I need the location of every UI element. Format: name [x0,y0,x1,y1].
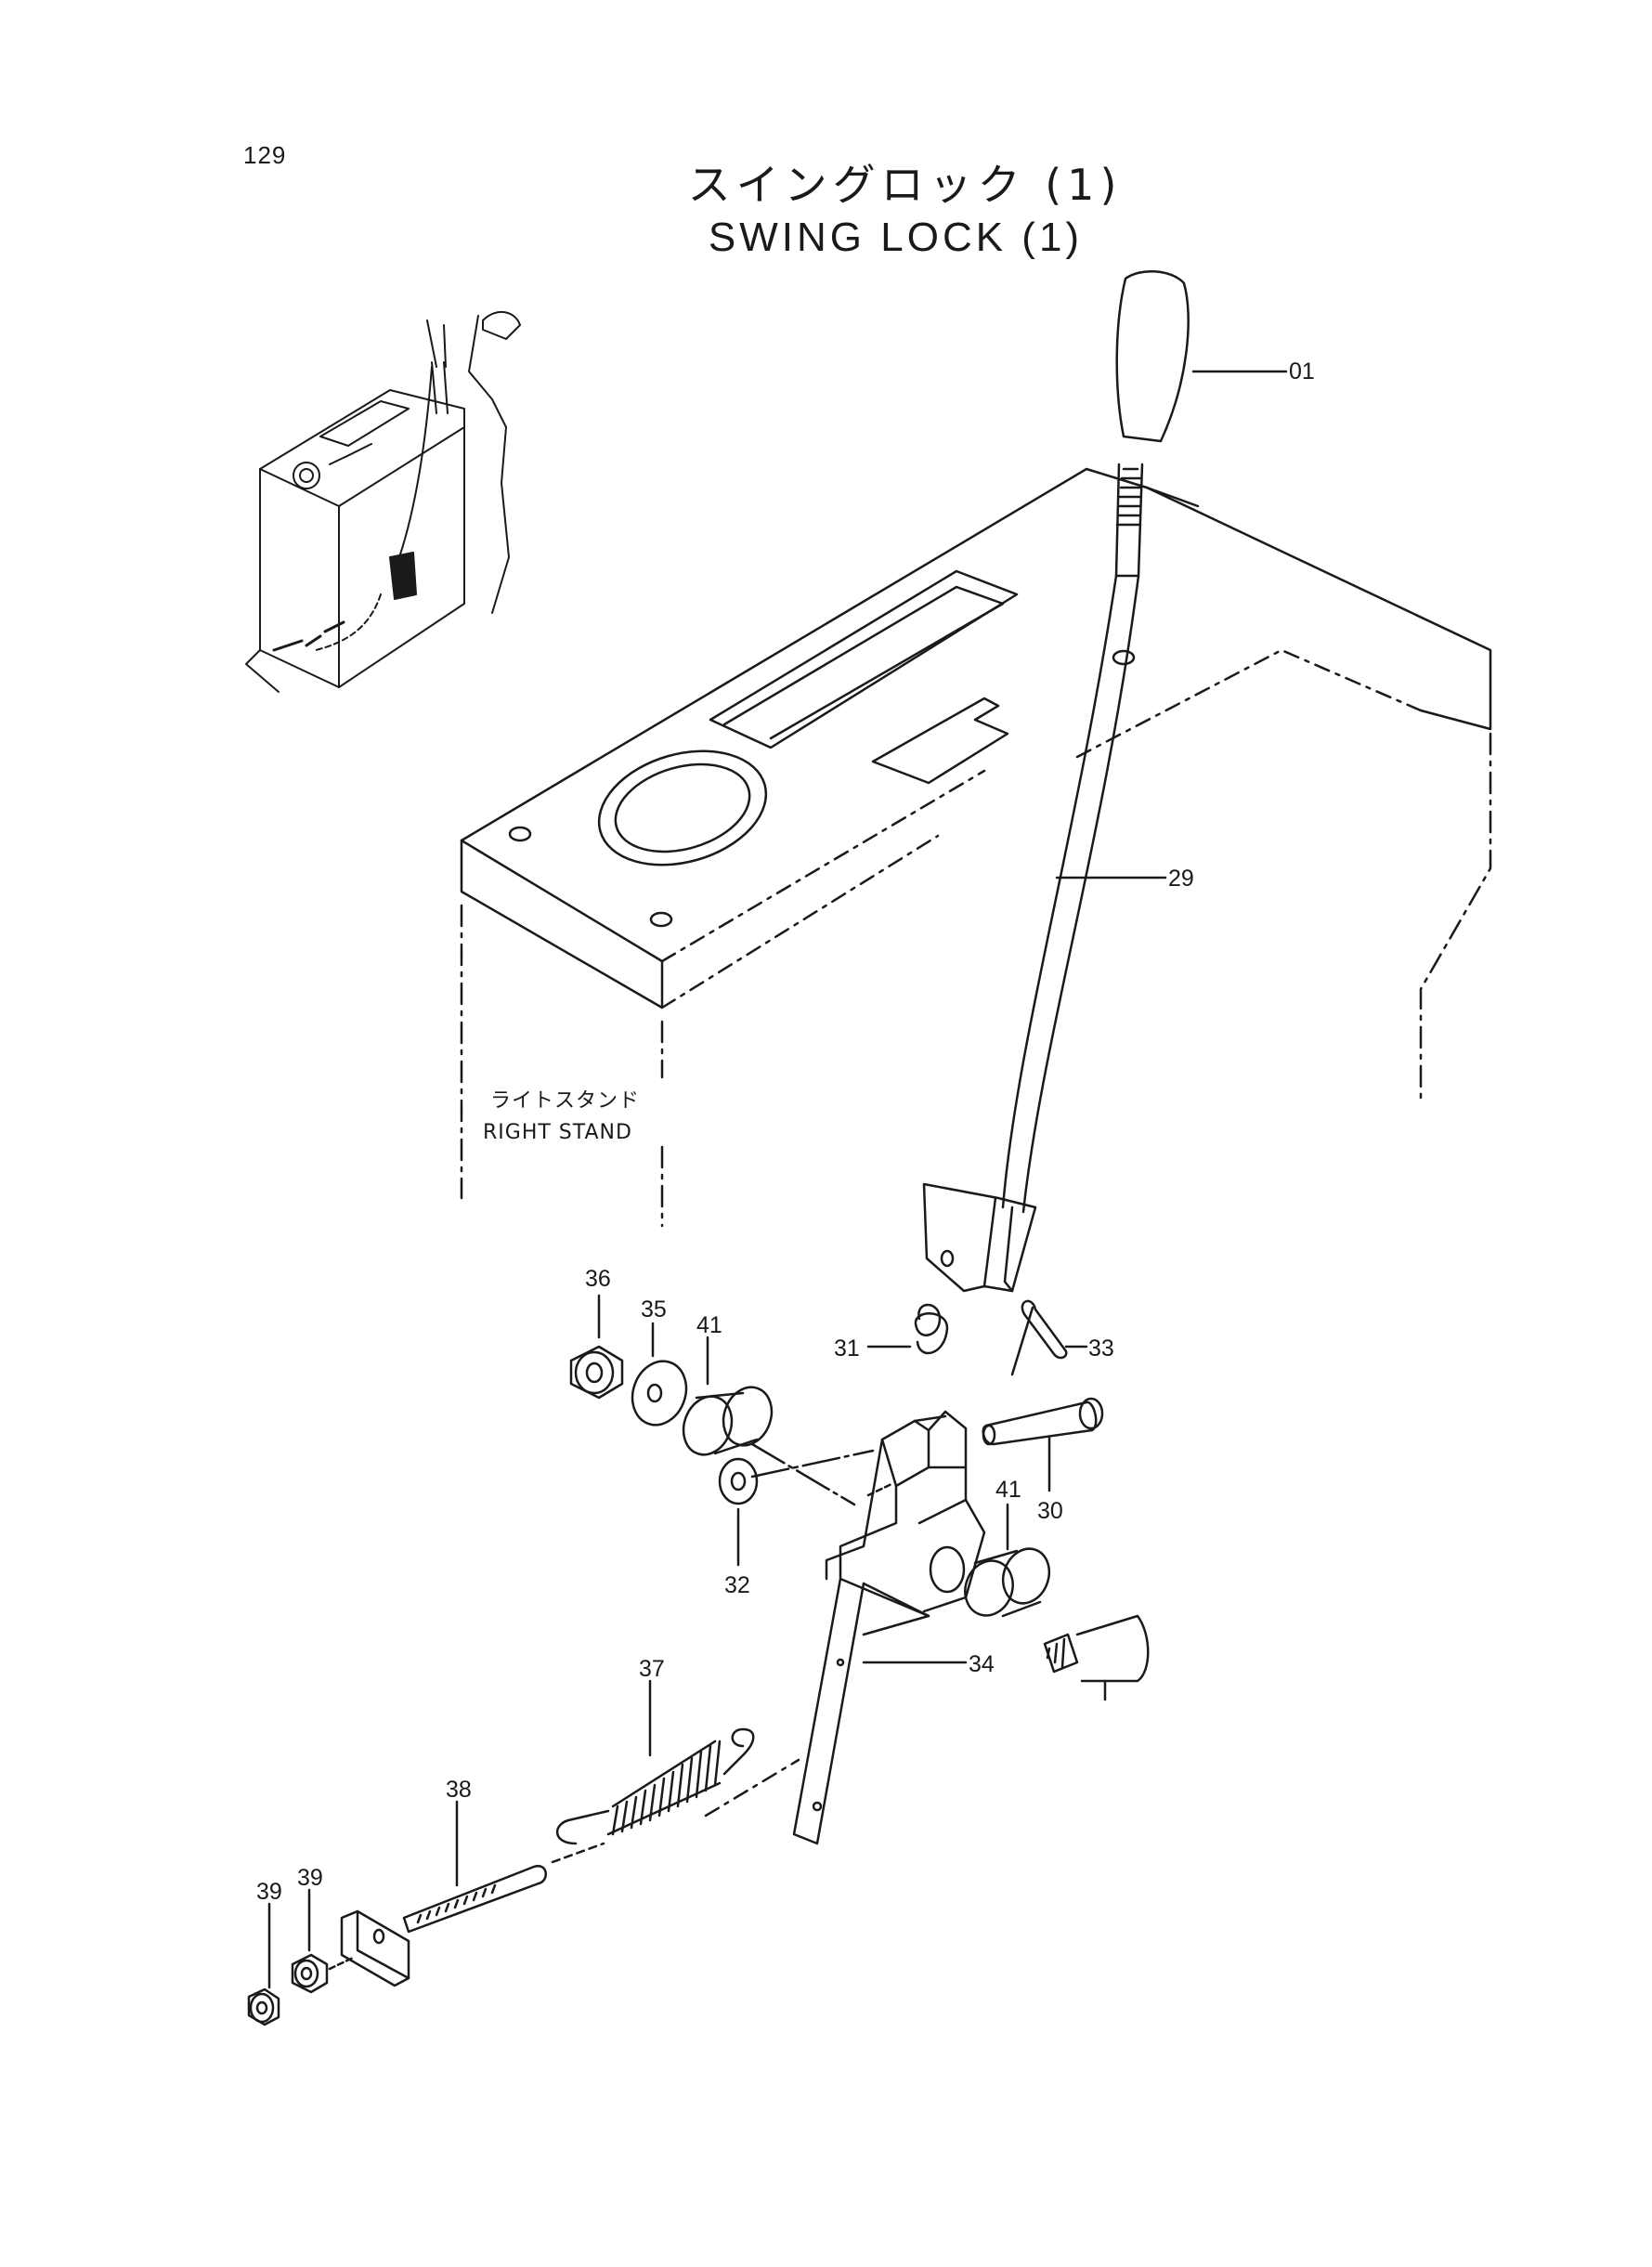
callout-41-lower: 41 [995,1477,1021,1503]
callout-01: 01 [1289,358,1315,384]
pin-part-30 [982,1397,1104,1492]
knob-part-01 [1115,269,1288,443]
callout-33: 33 [1088,1335,1114,1362]
callout-35: 35 [641,1296,667,1322]
lever-part-29 [922,463,1167,1293]
title-english: SWING LOCK (1) [708,215,1084,260]
bracket-part-34 [704,1410,986,1845]
rod-part-38 [402,1800,605,1934]
callout-36: 36 [585,1266,611,1292]
callout-39-outer: 39 [256,1879,282,1905]
nut-part-39-outer [247,1902,280,2026]
callout-31: 31 [834,1335,860,1362]
page-number: 129 [243,141,287,169]
callout-29: 29 [1168,866,1194,892]
callout-30: 30 [1037,1498,1063,1524]
callout-41-upper: 41 [696,1312,722,1338]
nut-part-39-inner [291,1888,355,1994]
title-japanese: スイングロック (1) [687,160,1123,210]
cotter-pin-part-33 [1010,1299,1088,1376]
bolt-part [1043,1614,1150,1701]
stand-label-japanese: ライトスタンド [490,1089,640,1113]
washer-part-35 [631,1322,688,1427]
bushing-part-41-upper [682,1335,856,1506]
callout-32: 32 [724,1572,750,1598]
plate-part [340,1909,410,1987]
callout-37: 37 [639,1656,665,1682]
spring-clip-part-31 [866,1303,949,1355]
bushing-part-41-lower [964,1503,1051,1618]
page-title: スイングロック (1) SWING LOCK (1) [0,158,1652,264]
callout-34: 34 [969,1651,995,1677]
washer-part-32 [718,1449,875,1567]
nut-part-36 [569,1294,624,1400]
stand-label-english: RIGHT STAND [483,1121,632,1144]
callout-38: 38 [446,1777,472,1803]
spring-part-37 [556,1679,755,1845]
right-stand [460,467,1492,1228]
inset-overview [245,311,521,693]
callout-39-inner: 39 [297,1865,323,1891]
